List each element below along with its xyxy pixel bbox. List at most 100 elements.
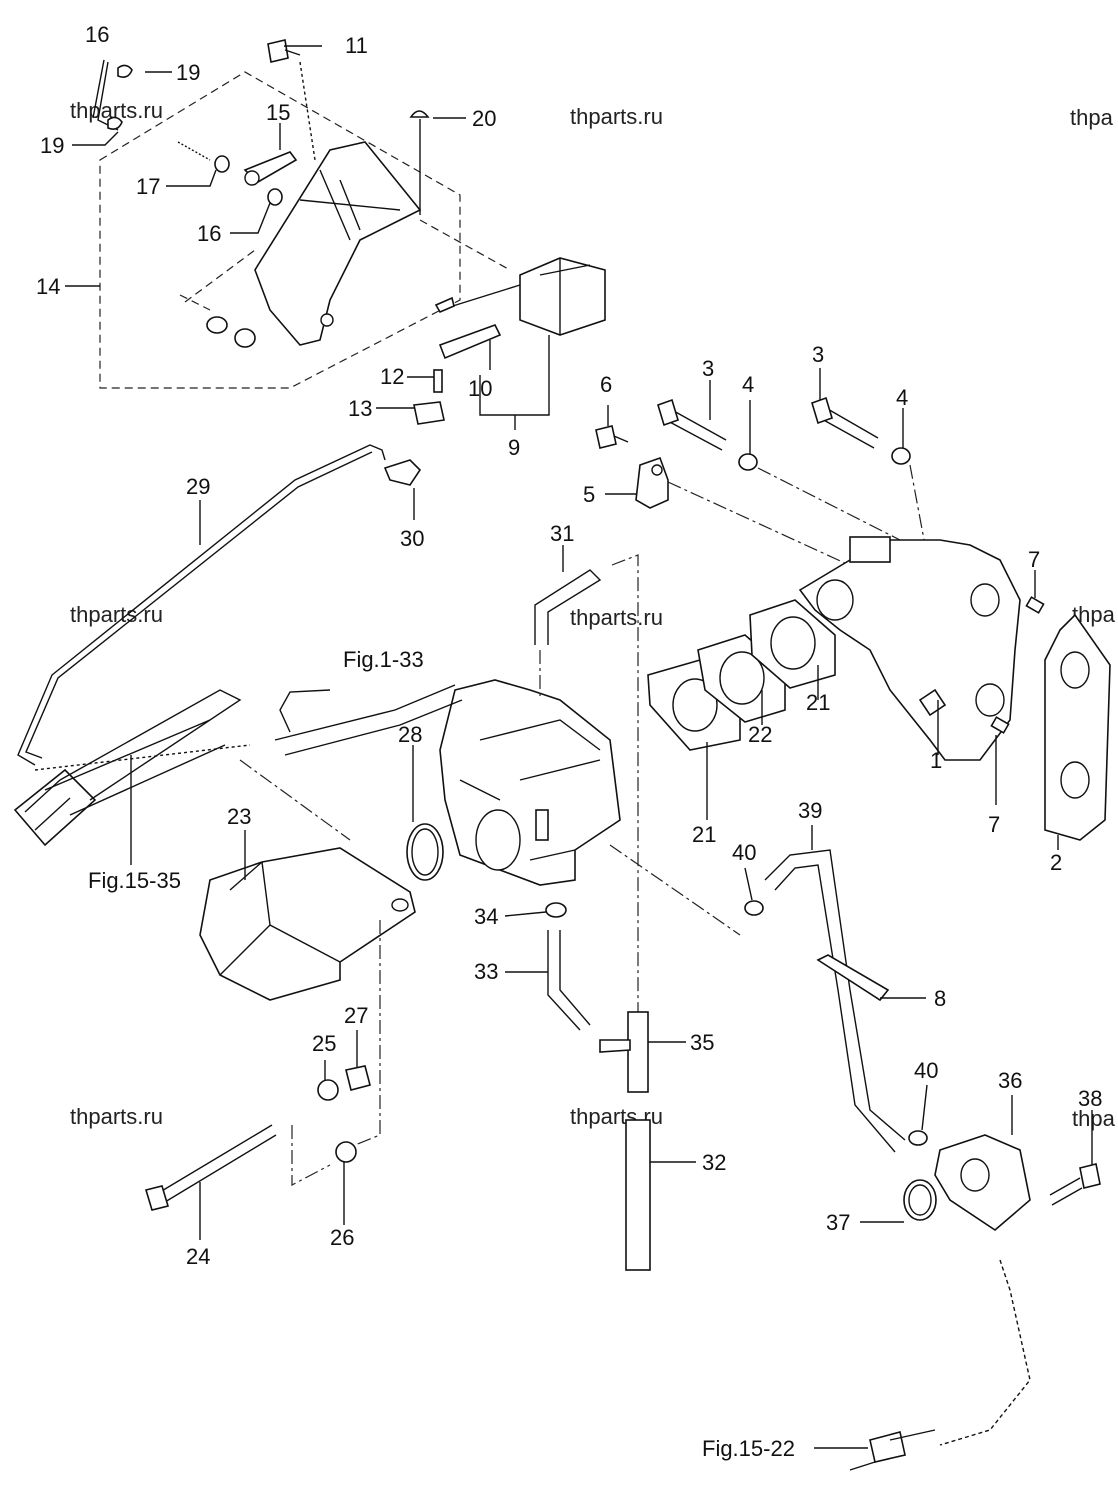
nut-shape xyxy=(234,328,256,348)
carb-stud xyxy=(535,809,549,841)
intake-silencer-group xyxy=(144,759,444,1211)
callout-3-left: 3 xyxy=(702,356,714,381)
leader-16 xyxy=(230,202,271,234)
gasket-2-hole-a xyxy=(1060,651,1090,689)
plunger-10-shape xyxy=(438,324,502,360)
bolt-3a-head xyxy=(657,398,679,427)
callout-9: 9 xyxy=(508,435,520,460)
t-fitting-35-branch xyxy=(599,1039,631,1053)
hose-32-shape xyxy=(625,1119,651,1271)
carburetor-details xyxy=(459,719,601,861)
gasket-21b-hole xyxy=(770,616,816,670)
callout-7-upper: 7 xyxy=(1028,547,1040,572)
callout-19-upper: 19 xyxy=(176,60,200,85)
hose-31-shape xyxy=(534,569,602,645)
bolt-6-shank xyxy=(613,435,629,443)
washer-17-shape xyxy=(214,155,230,173)
link-end-details xyxy=(24,779,71,831)
fuel-connector-shape xyxy=(869,1431,906,1463)
bolt-dotted xyxy=(177,141,211,161)
callout-34: 34 xyxy=(474,904,498,929)
carb-to-pump-guide xyxy=(609,844,741,936)
solenoid-body-shape xyxy=(519,257,606,336)
callout-21-left: 21 xyxy=(692,822,716,847)
link-30-shape xyxy=(383,459,422,486)
vent-hose xyxy=(274,684,463,756)
rod-29-inner xyxy=(25,451,373,759)
callout-6: 6 xyxy=(600,372,612,397)
fig-ref-1-33: Fig.1-33 xyxy=(343,647,424,672)
assembly-boundary xyxy=(99,71,461,389)
callout-24: 24 xyxy=(186,1244,210,1269)
callout-25: 25 xyxy=(312,1031,336,1056)
washer-4a-shape xyxy=(738,453,758,471)
carburetor-body-shape xyxy=(439,679,621,886)
silencer-23-edges xyxy=(219,861,341,976)
leader-lines xyxy=(65,45,1093,1449)
watermark-text: thparts.ru xyxy=(70,1104,163,1129)
callout-12: 12 xyxy=(380,364,404,389)
figure-references: Fig.1-33 Fig.15-35 Fig.15-22 xyxy=(88,647,795,1461)
silencer-guide xyxy=(239,759,351,841)
callout-36: 36 xyxy=(998,1068,1022,1093)
callout-4-right: 4 xyxy=(896,385,908,410)
bolt-6-head xyxy=(595,425,617,449)
watermark-text: thparts.ru xyxy=(570,605,663,630)
fig1-leader xyxy=(279,689,331,733)
callout-18: 16 xyxy=(85,22,109,47)
leader-19b xyxy=(72,131,119,146)
fuel-connector-edges xyxy=(849,1429,936,1471)
dowel-7a-shape xyxy=(1025,596,1045,614)
leader-40b xyxy=(921,1084,928,1131)
watermark-text: thpa xyxy=(1070,105,1114,130)
callout-28: 28 xyxy=(398,722,422,747)
clip-19-lower-shape xyxy=(107,116,123,130)
bolt-3b-shank xyxy=(819,407,879,449)
callout-10: 10 xyxy=(468,376,492,401)
callout-16: 16 xyxy=(197,221,221,246)
hose-clamp-8-shape xyxy=(816,954,890,1002)
t-fitting-35-shape xyxy=(627,1011,649,1093)
silencer-hole xyxy=(391,898,409,912)
o-ring-37-inner xyxy=(908,1184,932,1216)
bracket-plate-shape xyxy=(254,141,422,346)
callout-14: 14 xyxy=(36,274,60,299)
washer-16-shape xyxy=(267,188,283,206)
washer-4b-shape xyxy=(891,447,911,465)
bolt-11-guide xyxy=(299,61,316,161)
callout-26: 26 xyxy=(330,1225,354,1250)
bolt-38-head xyxy=(1079,1163,1101,1189)
link-arm-edges xyxy=(44,719,226,816)
callout-23: 23 xyxy=(227,804,251,829)
callout-labels: 16 11 19 19 15 20 17 16 14 12 10 13 9 6 … xyxy=(36,22,1102,1269)
clamp-5-hole xyxy=(651,464,663,476)
throttle-rod-group xyxy=(17,444,422,766)
manifold-port xyxy=(816,579,854,621)
washer-shape xyxy=(206,316,228,334)
callout-37: 37 xyxy=(826,1210,850,1235)
callout-39: 39 xyxy=(798,798,822,823)
leader-17 xyxy=(166,169,217,187)
manifold-hole-b xyxy=(975,683,1005,717)
callout-40-lower: 40 xyxy=(914,1058,938,1083)
bolt-24-shank xyxy=(154,1124,277,1206)
bolt-24-head xyxy=(144,1185,170,1211)
manifold-nipple xyxy=(918,688,947,717)
callout-21-right: 21 xyxy=(806,690,830,715)
carburetor-bore xyxy=(475,809,521,871)
bolt-3a-shank xyxy=(665,409,727,451)
rod-29-outer xyxy=(17,444,386,766)
link-arm xyxy=(59,689,242,801)
clamp-40b-shape xyxy=(908,1130,928,1146)
assembly-dashes xyxy=(179,219,511,311)
callout-32: 32 xyxy=(702,1150,726,1175)
lever-15-pivot xyxy=(244,170,260,186)
callout-31: 31 xyxy=(550,521,574,546)
link-end-shape xyxy=(13,768,97,847)
wire-terminal xyxy=(434,296,455,314)
throttle-bracket-group xyxy=(92,39,606,425)
callout-30: 30 xyxy=(400,526,424,551)
callout-4-left: 4 xyxy=(742,372,754,397)
callout-1: 1 xyxy=(930,748,942,773)
